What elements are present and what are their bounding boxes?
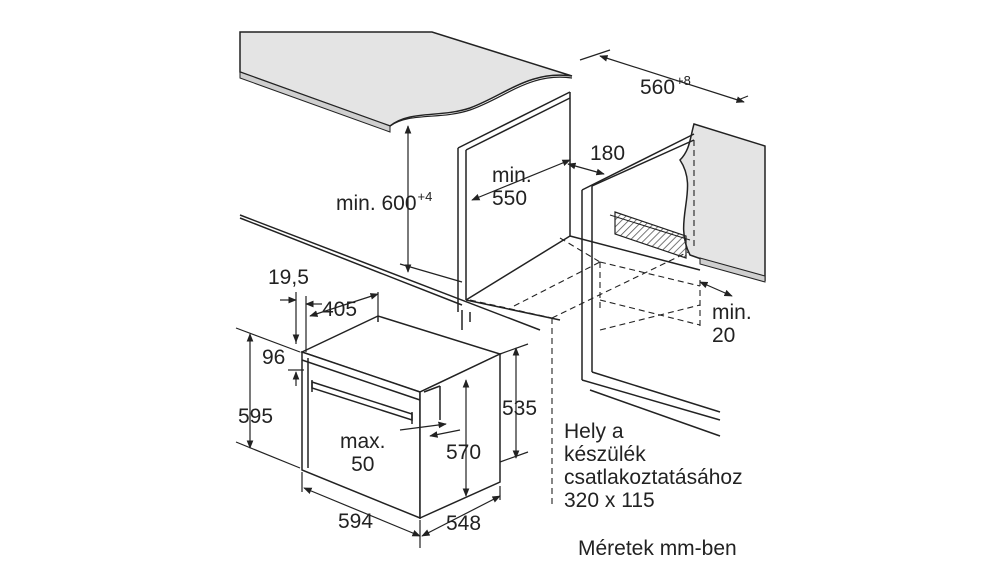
countertop-left bbox=[239, 31, 573, 133]
oven bbox=[300, 315, 503, 520]
connection-area bbox=[609, 211, 691, 259]
dim-96-label: 96 bbox=[262, 346, 286, 369]
dim-548-label: 548 bbox=[446, 512, 482, 535]
dim-19-5-label: 19,5 bbox=[268, 266, 309, 289]
dimension-lines bbox=[235, 49, 749, 548]
min-550-label: min. 550 bbox=[492, 164, 532, 210]
dim-535-label: 535 bbox=[502, 397, 538, 420]
dim-594-label: 594 bbox=[338, 510, 374, 533]
hidden-lines bbox=[469, 140, 701, 508]
min-20-label: min. 20 bbox=[712, 301, 752, 347]
dim-570-label: 570 bbox=[446, 441, 482, 464]
dim-560-label: 560+8 bbox=[640, 73, 691, 99]
countertop-right bbox=[679, 123, 766, 283]
min-600-label: min. 600+4 bbox=[336, 189, 433, 215]
max-50-label: max. 50 bbox=[340, 430, 386, 476]
units-note: Méretek mm-ben bbox=[578, 537, 737, 560]
dim-180-label: 180 bbox=[590, 142, 626, 165]
connection-note: Hely a készülék csatlakoztatásához 320 x… bbox=[564, 420, 743, 512]
niche-cabinet bbox=[239, 91, 721, 437]
dim-595-label: 595 bbox=[238, 405, 274, 428]
dim-405-label: 405 bbox=[322, 298, 358, 321]
